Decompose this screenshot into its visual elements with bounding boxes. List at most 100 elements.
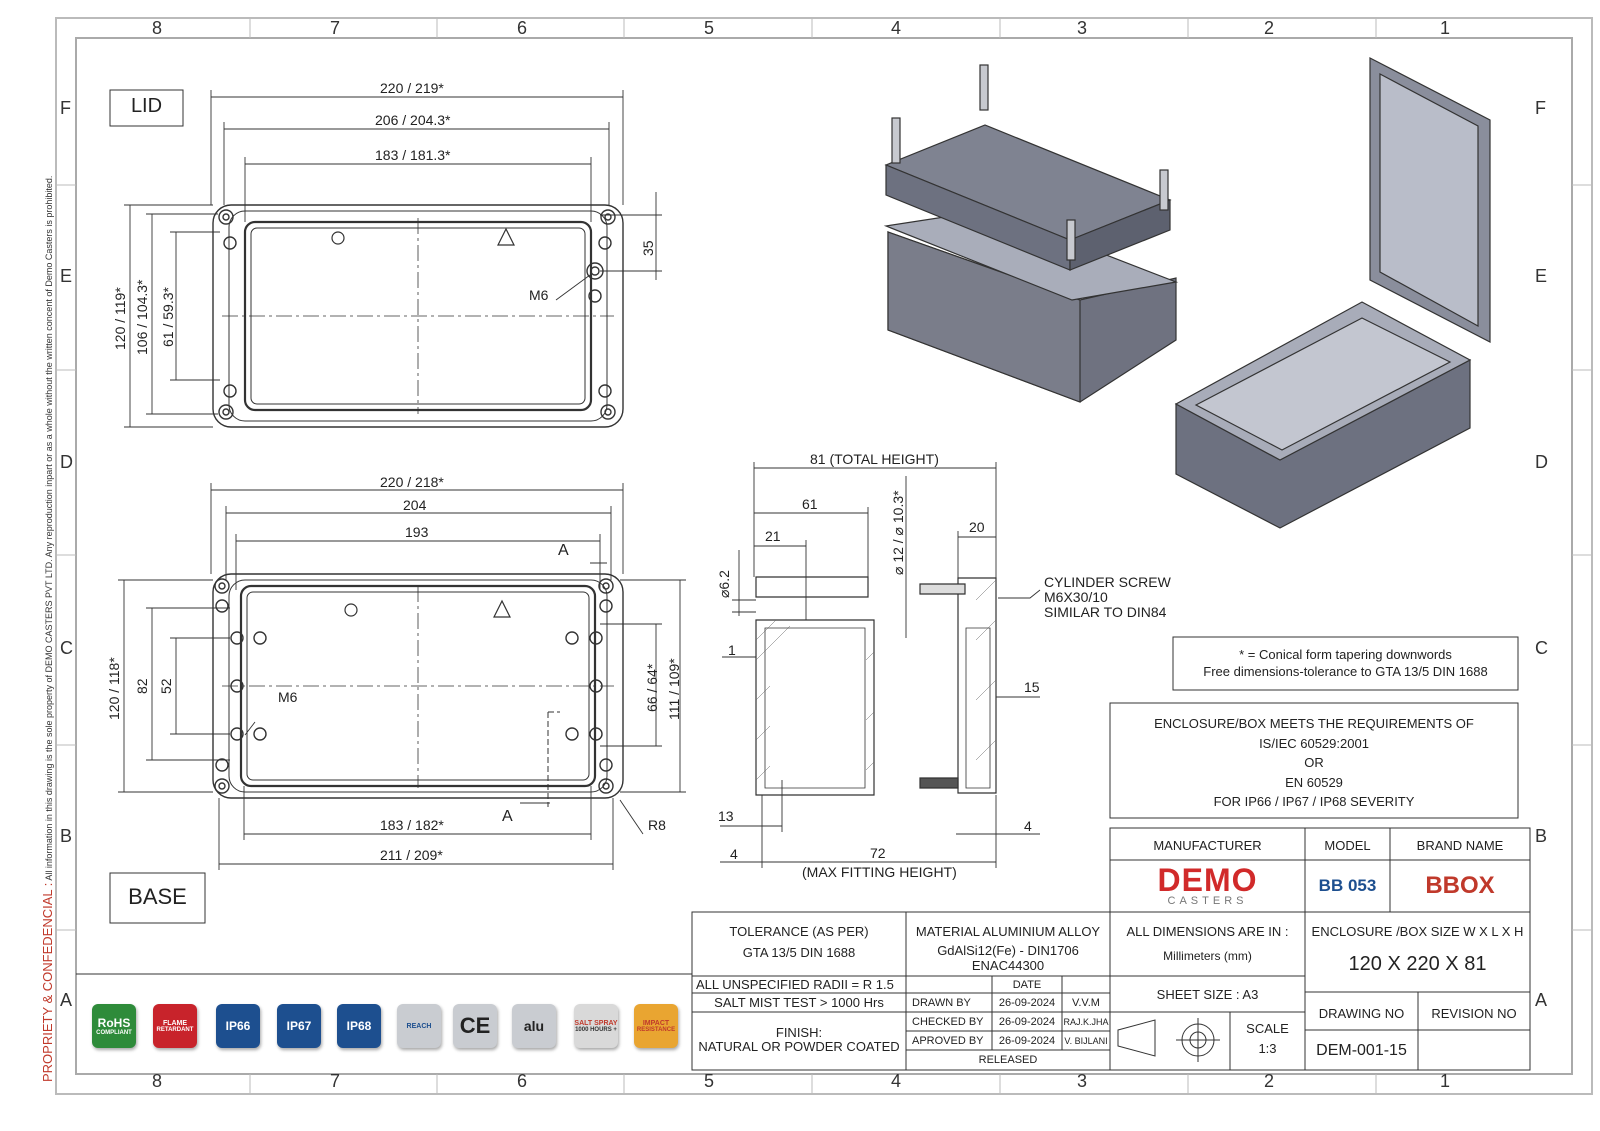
base-view [212,573,624,807]
ip66-badge: IP66 [216,1004,260,1048]
base-dim-52: 52 [158,678,174,694]
ce-badge: CE [453,1004,497,1048]
box-size-label: ENCLOSURE /BOX SIZE W X L X H [1311,924,1524,939]
zone-row-d: D [60,452,73,472]
screw-note-line-1: CYLINDER SCREW [1044,574,1171,590]
base-dim-width-mid: 204 [403,497,427,513]
scale-value: 1:3 [1258,1041,1277,1056]
approved-name: V. BIJLANI [1064,1036,1108,1046]
section-dim-diameter-12: ⌀ 12 / ⌀ 10.3* [890,490,906,575]
zone-row-a: A [60,990,73,1010]
zone-col-6-bottom: 6 [517,1071,528,1091]
conical-note-line-2: Free dimensions-tolerance to GTA 13/5 DI… [1203,664,1488,679]
isometric-open-lid-view [1369,57,1491,343]
manufacturer-logo-sub: CASTERS [1167,895,1248,907]
material-spec-1: GdAlSi12(Fe) - DIN1706 [937,943,1079,958]
zone-col-5: 5 [704,18,715,38]
base-dim-right-1: 66 / 64* [644,663,660,712]
base-dim-width-inner: 193 [405,524,429,540]
zone-col-8-bottom: 8 [152,1071,163,1091]
impact-resistance-badge: IMPACT RESISTANCE [634,1004,678,1048]
lid-dim-offset: 35 [640,240,656,256]
zone-row-a-right: A [1535,990,1548,1010]
released-label: RELEASED [978,1054,1038,1066]
lid-label: LID [130,95,163,117]
inner-border [75,37,1573,1075]
zone-row-d-right: D [1535,452,1548,472]
zone-row-f-right: F [1535,98,1546,118]
manufacturer-label: MANUFACTURER [1153,838,1262,853]
screw-note: CYLINDER SCREW M6X30/10 SIMILAR TO DIN84 [1044,575,1171,620]
checked-date: 26-09-2024 [998,1016,1056,1028]
requirements-line-2: IS/IEC 60529:2001 [1259,735,1369,751]
zone-row-b-right: B [1535,826,1548,846]
section-dim-13: 13 [718,808,734,824]
base-dim-width-total: 220 / 218* [380,474,444,490]
checked-by-label: CHECKED BY [912,1016,984,1028]
lid-label-box [109,89,184,127]
zone-row-b: B [60,826,73,846]
brand-logo: BBOX [1425,872,1495,899]
side-notice: PROPRIETY & CONFEDENCIAL : All informati… [40,92,55,1082]
section-dim-21: 21 [765,528,781,544]
zone-row-c: C [60,638,73,658]
section-dim-4-left: 4 [730,846,738,862]
zone-row-f: F [60,98,71,118]
checked-name: RAJ.K.JHA [1063,1017,1109,1027]
requirements-note: ENCLOSURE/BOX MEETS THE REQUIREMENTS OF … [1110,714,1518,812]
finish-value: NATURAL OR POWDER COATED [698,1039,900,1054]
conical-note: * = Conical form tapering downwords Free… [1173,646,1518,680]
zone-col-4: 4 [891,18,902,38]
base-dim-bottom-1: 183 / 182* [380,817,444,833]
material-spec-2: ENAC44300 [971,958,1045,973]
drawn-date: 26-09-2024 [998,997,1056,1009]
base-dim-82: 82 [134,678,150,694]
finish-label: FINISH: [775,1025,823,1040]
zone-col-3-bottom: 3 [1077,1071,1088,1091]
lid-dim-thread: M6 [529,287,549,303]
lid-dim-width-inner: 183 / 181.3* [375,147,451,163]
section-dim-diameter-6: ⌀6.2 [716,570,732,598]
base-dim-bottom-2: 211 / 209* [380,847,443,863]
side-notice-bold: PROPRIETY & CONFEDENCIAL : [40,882,55,1082]
isometric-open-base-view [1174,301,1472,529]
sheet-size: SHEET SIZE : A3 [1156,987,1259,1002]
requirements-line-3: OR [1304,755,1324,771]
tolerance-value: GTA 13/5 DIN 1688 [742,945,856,960]
flame-retardant-badge: FLAME RETARDANT [153,1004,197,1048]
zone-row-c-right: C [1535,638,1548,658]
requirements-line-1: ENCLOSURE/BOX MEETS THE REQUIREMENTS OF [1154,716,1474,731]
zone-col-2: 2 [1264,18,1275,38]
dimensions-unit: Millimeters (mm) [1163,949,1252,963]
section-dim-15: 15 [1024,679,1040,695]
drawing-no-label: DRAWING NO [1318,1006,1405,1021]
zone-col-1: 1 [1440,18,1451,38]
section-view [755,576,997,796]
screw-note-line-3: SIMILAR TO DIN84 [1044,604,1167,620]
section-dim-61: 61 [802,496,818,512]
outer-border [55,17,1593,1095]
date-label: DATE [1012,979,1042,991]
alu-badge: alu [512,1004,556,1048]
isometric-exploded-view [883,64,1179,403]
conical-note-line-1: * = Conical form tapering downwords [1239,647,1452,662]
drawn-by-label: DRAWN BY [912,997,971,1009]
scale-label: SCALE [1246,1021,1289,1036]
base-label-box [109,872,206,924]
section-marker-top: A [558,542,569,559]
zone-col-8: 8 [152,18,163,38]
base-label: BASE [128,884,187,909]
zone-col-1-bottom: 1 [1440,1071,1451,1091]
zone-col-7-bottom: 7 [330,1071,341,1091]
lid-dim-height-total: 120 / 119* [112,287,128,350]
zone-col-6: 6 [517,18,528,38]
manufacturer-logo: DEMO [1157,862,1258,898]
section-dim-total-height: 81 (TOTAL HEIGHT) [810,451,939,467]
section-dim-20: 20 [969,519,985,535]
dimensions-label: ALL DIMENSIONS ARE IN : [1126,924,1289,939]
section-dim-72: 72 [870,845,886,861]
zone-ticks [56,18,1592,1094]
base-dim-right-2: 111 / 109* [666,658,682,720]
drawn-name: V.V.M [1072,997,1100,1009]
